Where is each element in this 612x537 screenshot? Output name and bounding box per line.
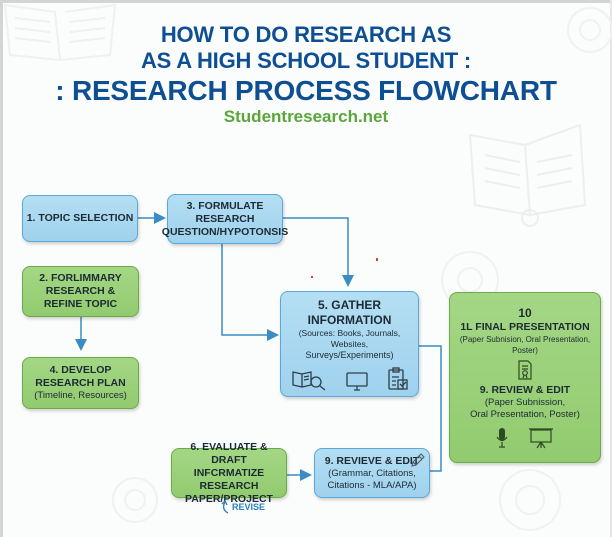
step-5-detail-1: (Sources: Books, Journals, Websites,: [298, 327, 401, 349]
step-5-line-2: INFORMATION: [307, 312, 392, 327]
site-subtitle: Studentresearch.net: [223, 107, 389, 126]
step-10-detail-1: (Paper Subnision, Oral Presentation, Pos…: [459, 335, 591, 355]
step-3-line-2: QUESTION/HYPOTONSIS: [161, 225, 289, 238]
step-6-line-1: 6. EVALUATE & DRAFT: [190, 440, 268, 466]
projector-screen-icon: [529, 428, 553, 449]
step-10-number: 10: [518, 306, 532, 320]
step-6-line-3: RESEARCH PAPER/PROJECT: [185, 479, 273, 505]
step-2-line-3: REFINE TOPIC: [43, 298, 118, 310]
step-5-detail-2: Surveys/Experiments): [305, 349, 394, 360]
step-10-line-2: 9. REVIEW & EDIT: [479, 384, 571, 396]
step-9-line-1: 9. REVIEVE & EDIT: [324, 454, 420, 467]
step-10-detail-3: Oral Presentation, Poster): [470, 409, 580, 420]
connector-5-to-9: [418, 345, 442, 472]
step-1-topic-selection[interactable]: 1. TOPIC SELECTION: [22, 195, 138, 242]
step-9-revieve-edit[interactable]: 9. REVIEVE & EDIT (Grammar, Citations, C…: [314, 448, 430, 498]
step-5-line-1: 5. GATHER: [317, 297, 382, 312]
step-2-preliminary-research[interactable]: 2. FORLIMMARY RESEARCH & REFINE TOPIC: [22, 266, 139, 317]
certificate-document-icon: [518, 360, 532, 380]
step-4-detail: (Timeline, Resources): [34, 390, 127, 401]
step-9-detail-2: Citations - MLA/APA): [327, 479, 417, 491]
step-10-detail-2: (Paper Subnission,: [484, 397, 566, 408]
step-10-final-presentation[interactable]: 10 1L FINAL PRESENTATION (Paper Subnisio…: [449, 292, 601, 463]
frame-border-right: [610, 0, 612, 537]
arrow-3-to-5-top: [283, 217, 354, 287]
title-line-3: : RESEARCH PROCESS FLOWCHART: [55, 75, 557, 106]
curved-arrow-icon: [221, 500, 229, 514]
step-5-gather-information[interactable]: 5. GATHER INFORMATION (Sources: Books, J…: [280, 291, 419, 397]
open-book-icon: [468, 123, 587, 227]
step-2-line-1: 2. FORLIMMARY: [39, 272, 122, 284]
step-3-formulate-question[interactable]: 3. FORMULATE RESEARCH QUESTION/HYPOTONSI…: [162, 194, 288, 244]
step-3-line-1: 3. FORMULATE RESEARCH: [186, 199, 264, 225]
page-title: HOW TO DO RESEARCH AS AS A HIGH SCHOOL S…: [0, 22, 612, 108]
step-1-label: 1. TOPIC SELECTION: [26, 212, 134, 224]
step-10-icons: [496, 427, 554, 449]
stray-marks: [311, 258, 378, 278]
book-search-icon: [291, 370, 325, 391]
revise-label: REVISE: [232, 502, 266, 512]
step-4-line-1: 4. DEVELOP: [49, 364, 112, 376]
frame-border-left: [0, 0, 3, 537]
title-line-1: HOW TO DO RESEARCH AS: [160, 22, 452, 47]
step-4-line-2: RESEARCH PLAN: [35, 377, 126, 389]
revise-annotation: REVISE: [220, 500, 265, 514]
step-4-develop-plan[interactable]: 4. DEVELOP RESEARCH PLAN (Timeline, Reso…: [22, 357, 139, 409]
pencil-icon: [411, 453, 425, 467]
step-5-icons: [291, 366, 409, 391]
open-book-icon: [3, 3, 117, 62]
step-6-evaluate-draft[interactable]: 6. EVALUATE & DRAFT INFCRMATIZE RESEARCH…: [171, 441, 287, 505]
arrow-3-to-5-left: [221, 244, 279, 341]
step-10-line-1: 1L FINAL PRESENTATION: [460, 321, 590, 333]
microphone-icon: [496, 428, 508, 448]
monitor-icon: [345, 371, 368, 391]
step-2-line-2: RESEARCH &: [45, 285, 116, 297]
step-9-detail-1: (Grammar, Citations,: [328, 467, 416, 479]
frame-border-top: [0, 0, 612, 3]
clipboard-check-icon: [387, 366, 408, 390]
title-line-2: AS A HIGH SCHOOL STUDENT :: [140, 48, 472, 73]
step-6-line-2: INFCRMATIZE: [193, 466, 265, 479]
